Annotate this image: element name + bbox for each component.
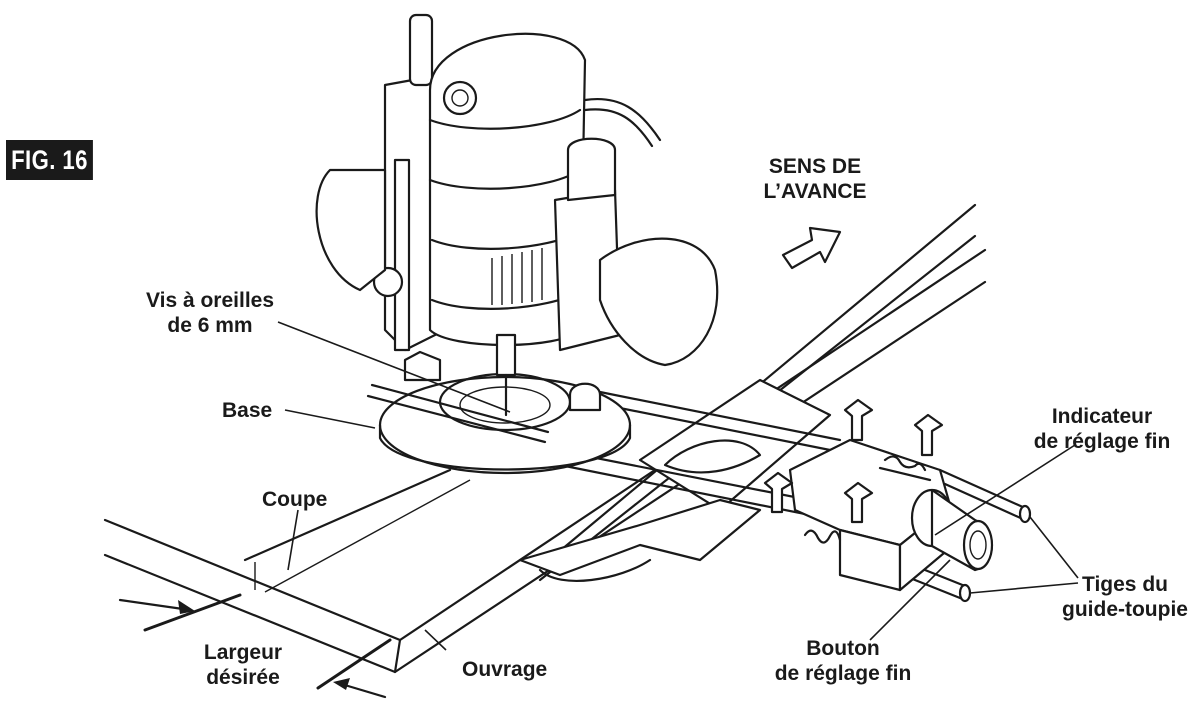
fine-adjust-block (763, 398, 994, 592)
label-workpiece: Ouvrage (462, 658, 548, 681)
router-base (366, 372, 632, 475)
label-desired-width: Largeur désirée (203, 641, 283, 689)
guide-rods (543, 390, 1032, 603)
figure-badge: FIG. 16 (6, 140, 93, 180)
label-feed-direction: SENS DE L’AVANCE (763, 155, 867, 203)
label-base: Base (222, 399, 273, 422)
label-cut: Coupe (262, 488, 328, 511)
edge-guide (518, 378, 832, 582)
label-fine-knob: Bouton de réglage fin (774, 637, 912, 685)
label-wing-screw: Vis à oreilles de 6 mm (145, 289, 275, 337)
width-arrows (118, 593, 392, 699)
leader-lines (277, 321, 1079, 651)
label-fine-indicator: Indicateur de réglage fin (1033, 405, 1171, 453)
feed-arrow (781, 226, 842, 270)
label-guide-rods: Tiges du guide-toupie (1062, 573, 1188, 621)
router-motor (315, 13, 719, 417)
